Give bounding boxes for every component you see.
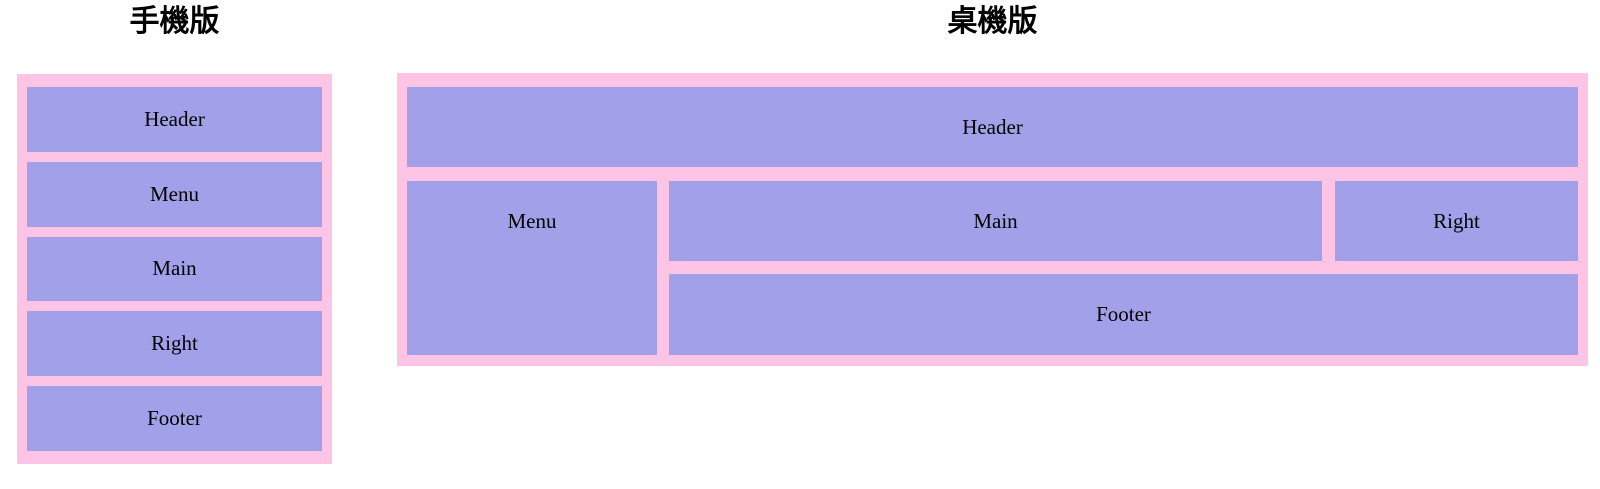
desktop-layout-container: Header Menu Main Right Footer (397, 73, 1588, 366)
mobile-right-box: Right (27, 311, 322, 377)
mobile-main-box: Main (27, 236, 322, 302)
desktop-main-box: Main (669, 181, 1322, 261)
mobile-header-box: Header (27, 87, 322, 152)
desktop-body-row: Menu Main Right Footer (407, 181, 1578, 355)
mobile-right-label: Right (151, 331, 198, 356)
mobile-footer-box: Footer (27, 386, 322, 451)
mobile-header-label: Header (144, 106, 205, 131)
desktop-menu-label: Menu (507, 208, 557, 233)
mobile-menu-box: Menu (27, 161, 322, 227)
desktop-content-column: Main Right Footer (669, 181, 1578, 355)
desktop-version-title: 桌機版 (947, 5, 1038, 38)
mobile-footer-label: Footer (147, 406, 202, 431)
mobile-menu-label: Menu (150, 181, 199, 206)
desktop-footer-box: Footer (669, 274, 1578, 355)
mobile-version-title: 手機版 (129, 5, 220, 38)
mobile-layout-container: Header Menu Main Right Footer (17, 74, 332, 464)
desktop-footer-label: Footer (1096, 302, 1151, 326)
desktop-menu-box: Menu (407, 181, 657, 355)
mobile-main-label: Main (152, 256, 197, 281)
desktop-header-box: Header (407, 87, 1578, 167)
desktop-main-right-row: Main Right (669, 181, 1578, 261)
desktop-right-box: Right (1335, 181, 1578, 261)
desktop-header-label: Header (962, 114, 1023, 139)
desktop-main-label: Main (973, 208, 1018, 233)
desktop-right-label: Right (1433, 208, 1480, 233)
